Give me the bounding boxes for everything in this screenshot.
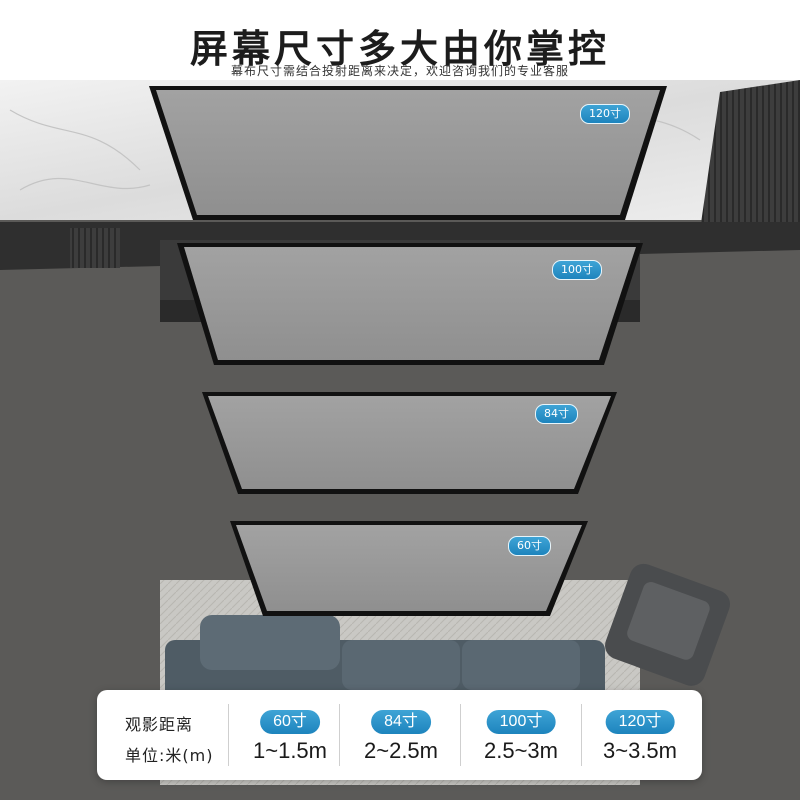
screen-size-badge-120: 120寸 <box>580 104 630 124</box>
distance-range: 2.5~3m <box>484 738 558 763</box>
screen-size-badge-84: 84寸 <box>535 404 578 424</box>
distance-column-100: 100寸 2.5~3m <box>462 700 580 770</box>
screen-84 <box>202 392 617 494</box>
page-title: 屏幕尺寸多大由你掌控 <box>189 27 610 71</box>
size-pill: 120寸 <box>605 710 675 734</box>
viewing-distance-panel: 观影距离 单位:米(m) 60寸 1~1.5m 84寸 2~2.5m 100寸 … <box>97 690 702 780</box>
viewing-distance-label: 观影距离 <box>125 715 194 734</box>
distance-column-84: 84寸 2~2.5m <box>342 700 460 770</box>
page-subtitle: 幕布尺寸需结合投射距离来决定，欢迎咨询我们的专业客服 <box>230 64 569 78</box>
screen-100 <box>177 243 643 365</box>
distance-range: 2~2.5m <box>364 738 438 763</box>
screen-60 <box>230 521 588 616</box>
screen-size-badge-100: 100寸 <box>552 260 602 280</box>
screen-120 <box>149 86 667 220</box>
sofa <box>165 615 605 700</box>
column-divider <box>581 704 582 766</box>
size-pill: 84寸 <box>371 710 431 734</box>
column-divider <box>339 704 340 766</box>
distance-range: 3~3.5m <box>603 738 677 763</box>
size-pill: 100寸 <box>486 710 556 734</box>
size-pill: 60寸 <box>260 710 320 734</box>
screen-size-badge-60: 60寸 <box>508 536 551 556</box>
unit-label: 单位:米(m) <box>125 746 214 765</box>
distance-column-60: 60寸 1~1.5m <box>231 700 349 770</box>
armchair <box>605 563 731 686</box>
distance-column-120: 120寸 3~3.5m <box>581 700 699 770</box>
distance-range: 1~1.5m <box>253 738 327 763</box>
column-divider <box>460 704 461 766</box>
column-divider <box>228 704 229 766</box>
